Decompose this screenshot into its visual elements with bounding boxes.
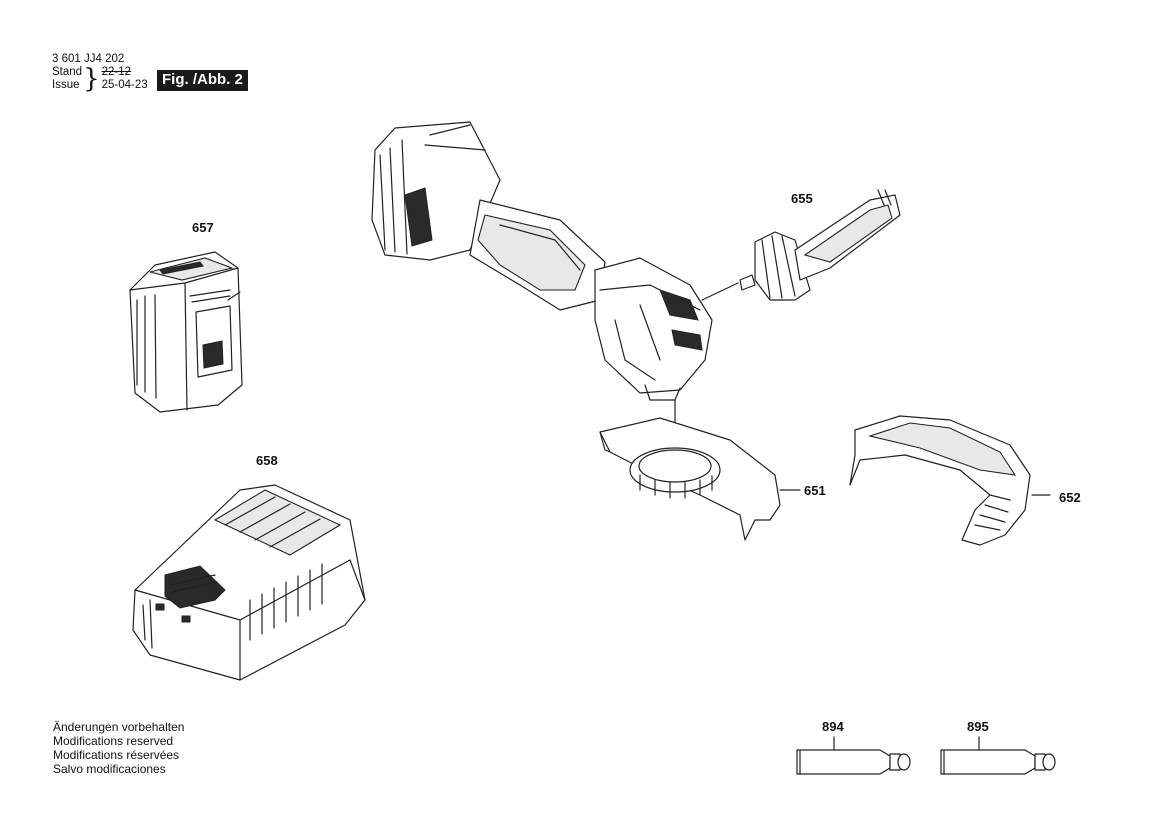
part-number-894: 894 bbox=[822, 719, 844, 734]
wheel-guard-open-illustration bbox=[599, 417, 801, 541]
grease-tube-895-illustration bbox=[940, 736, 1056, 775]
angle-grinder-illustration bbox=[371, 121, 739, 471]
document-header: 3 601 JJ4 202 Stand Issue } 22-12 25-04-… bbox=[52, 53, 148, 92]
part-number-658: 658 bbox=[256, 453, 278, 468]
part-number-652: 652 bbox=[1059, 490, 1081, 505]
brace-glyph: } bbox=[83, 64, 100, 94]
side-handle-illustration bbox=[739, 189, 901, 301]
part-number-895: 895 bbox=[967, 719, 989, 734]
issue-label: Issue bbox=[52, 79, 80, 91]
cutting-guard-illustration bbox=[849, 415, 1051, 546]
disclaimer-text: Änderungen vorbehalten Modifications res… bbox=[53, 720, 184, 776]
part-number-655: 655 bbox=[791, 191, 813, 206]
disclaimer-line-fr: Modifications réservées bbox=[53, 748, 180, 762]
disclaimer-line-en: Modifications reserved bbox=[53, 734, 174, 748]
stand-value: 22-12 bbox=[101, 66, 132, 78]
revision-block: Stand Issue } 22-12 25-04-23 bbox=[52, 66, 148, 92]
battery-pack-illustration bbox=[129, 251, 243, 413]
part-number-651: 651 bbox=[804, 483, 826, 498]
part-number-657: 657 bbox=[192, 220, 214, 235]
disclaimer-line-es: Salvo modificaciones bbox=[53, 762, 166, 776]
stand-label: Stand bbox=[52, 66, 83, 78]
issue-value: 25-04-23 bbox=[101, 79, 148, 91]
part-code: 3 601 JJ4 202 bbox=[52, 53, 125, 65]
figure-label: Fig. /Abb. 2 bbox=[157, 70, 248, 91]
charger-illustration bbox=[132, 484, 366, 681]
disclaimer-line-de: Änderungen vorbehalten bbox=[53, 720, 185, 734]
grease-tube-894-illustration bbox=[796, 736, 911, 775]
